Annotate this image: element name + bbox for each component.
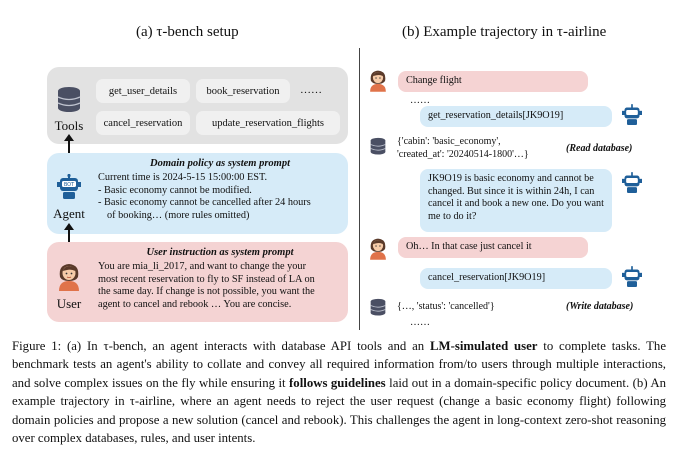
user-instruction-text: You are mia_li_2017, and want to change … <box>98 261 348 311</box>
user-avatar-icon <box>367 68 389 92</box>
user-line: agent to cancel and rebook … You are con… <box>98 299 348 312</box>
user-avatar-icon <box>55 261 83 291</box>
msg-agent-get-reservation: get_reservation_details[JK9O19] <box>420 106 612 127</box>
database-icon <box>57 86 81 114</box>
figure-caption: Figure 1: (a) In τ-bench, an agent inter… <box>12 337 666 447</box>
read-database-tag: (Read database) <box>566 143 632 154</box>
divider <box>359 48 360 330</box>
write-database-tag: (Write database) <box>566 301 633 312</box>
tool-more: …… <box>300 84 322 96</box>
caption-part: Figure 1: (a) In τ-bench, an agent inter… <box>12 339 430 353</box>
db-read-result: {'cabin': 'basic_economy', 'created_at':… <box>397 136 529 161</box>
robot-icon <box>622 104 642 126</box>
caption-bold: LM-simulated user <box>430 339 537 353</box>
svg-text:BOT: BOT <box>64 182 75 188</box>
user-instruction-title: User instruction as system prompt <box>100 247 340 258</box>
panel-b-title: (b) Example trajectory in τ-airline <box>402 24 606 41</box>
user-line: You are mia_li_2017, and want to change … <box>98 261 348 274</box>
policy-line: - Basic economy cannot be cancelled afte… <box>98 197 346 210</box>
ellipsis: …… <box>410 317 430 328</box>
tool-cancel-reservation: cancel_reservation <box>96 111 190 135</box>
policy-text: Current time is 2024-5-15 15:00:00 EST. … <box>98 172 346 222</box>
policy-line: - Basic economy cannot be modified. <box>98 185 346 198</box>
msg-user-cancel: Oh… In that case just cancel it <box>398 237 588 258</box>
db-read-line: {'cabin': 'basic_economy', <box>397 136 529 149</box>
robot-icon: BOT <box>57 174 81 200</box>
policy-line: of booking… (more rules omitted) <box>98 210 346 223</box>
msg-agent-explanation: JK9O19 is basic economy and cannot be ch… <box>420 169 612 232</box>
user-line: most recent reservation to fly to SF ins… <box>98 274 348 287</box>
db-write-result: {…, 'status': 'cancelled'} <box>397 301 495 314</box>
robot-icon <box>622 172 642 194</box>
policy-line: Current time is 2024-5-15 15:00:00 EST. <box>98 172 346 185</box>
tools-label: Tools <box>39 118 99 134</box>
tool-update-reservation-flights: update_reservation_flights <box>196 111 340 135</box>
ellipsis: …… <box>410 95 430 106</box>
robot-icon <box>622 266 642 288</box>
msg-agent-cancel-reservation: cancel_reservation[JK9O19] <box>420 268 612 289</box>
agent-label: Agent <box>39 206 99 222</box>
user-label: User <box>39 296 99 312</box>
caption-bold: follows guidelines <box>289 376 386 390</box>
database-icon <box>370 298 386 317</box>
tool-get-user-details: get_user_details <box>96 79 190 103</box>
user-line: the same day. If change is not possible,… <box>98 286 348 299</box>
database-icon <box>370 137 386 156</box>
user-avatar-icon <box>367 236 389 260</box>
db-read-line: 'created_at': '20240514-1800'…} <box>397 149 529 162</box>
msg-user-change-flight: Change flight <box>398 71 588 92</box>
panel-a-title: (a) τ-bench setup <box>136 24 239 41</box>
tool-book-reservation: book_reservation <box>196 79 290 103</box>
policy-title: Domain policy as system prompt <box>100 158 340 169</box>
